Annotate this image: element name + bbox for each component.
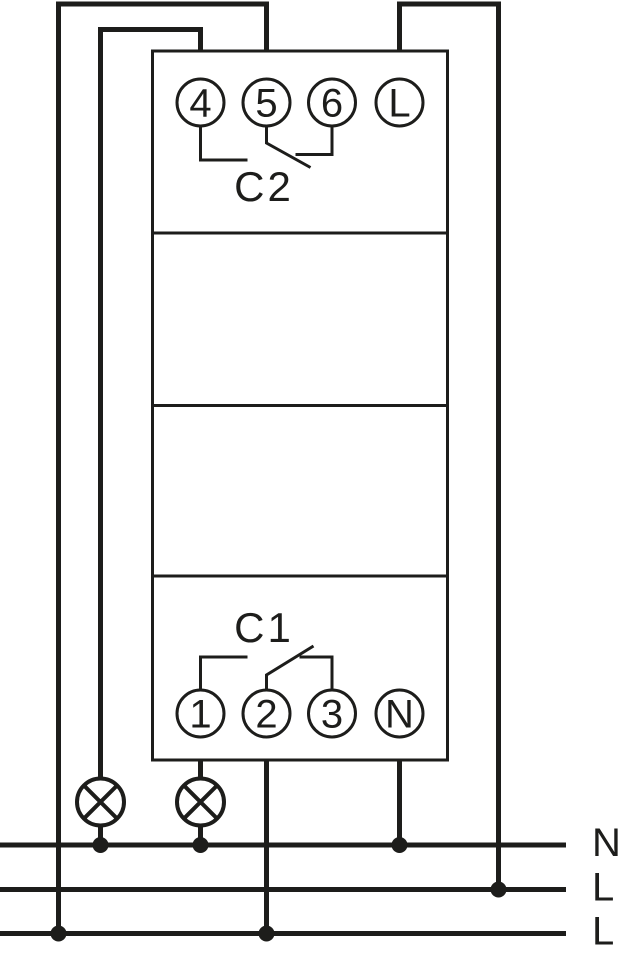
switch-c2: C2 <box>199 126 334 210</box>
terminal-3: 3 <box>307 688 357 739</box>
terminal-2-label: 2 <box>255 693 277 737</box>
terminal-N-circle <box>374 688 425 739</box>
terminal-1-circle <box>175 688 226 739</box>
switch-c1-contact-3 <box>299 655 334 690</box>
switch-c1-blade <box>265 644 315 690</box>
lamp-1-icon <box>75 776 126 828</box>
terminal-N-label: N <box>385 693 414 737</box>
terminal-3-label: 3 <box>321 693 343 737</box>
device-body <box>151 49 449 762</box>
junction-dot-terminalL-l1 <box>490 881 507 898</box>
bus-l1-label: L <box>592 866 614 910</box>
junction-dot-lamp1-n <box>92 837 109 853</box>
terminal-2-circle <box>241 688 292 739</box>
terminal-L: L <box>374 77 425 128</box>
terminal-5: 5 <box>241 77 292 128</box>
terminal-6-label: 6 <box>321 82 343 126</box>
terminal-5-label: 5 <box>255 82 277 126</box>
switch-c1: C1 <box>199 604 334 690</box>
wire-terminal5-to-bus-l2 <box>56 1 269 934</box>
junction-dot-terminal2-l2 <box>258 925 275 942</box>
terminal-6-circle <box>307 77 357 128</box>
terminal-1-label: 1 <box>189 693 211 737</box>
terminal-L-circle <box>374 77 425 128</box>
terminal-4-label: 4 <box>189 82 211 126</box>
terminal-4-circle <box>175 77 226 128</box>
terminal-N: N <box>374 688 425 739</box>
supply-bus-lines: N L L <box>0 821 619 954</box>
lamp-1-cross <box>82 783 119 821</box>
junction-dot-lamp2-n <box>192 837 209 853</box>
junction-dot-terminal5-l2 <box>50 925 67 942</box>
bus-l2-label: L <box>592 910 614 954</box>
lamp-2-cross <box>182 783 219 821</box>
junction-dot-terminalN-n <box>391 837 408 853</box>
terminal-3-circle <box>307 688 357 739</box>
wire-terminalL-to-bus-l1 <box>397 1 501 890</box>
switch-c2-contact-4 <box>199 126 248 162</box>
switch-c1-label: C1 <box>234 604 294 651</box>
lamp-2-icon <box>175 776 226 828</box>
switch-c1-contact-1 <box>199 655 248 690</box>
terminal-L-label: L <box>388 82 410 126</box>
terminal-2: 2 <box>241 688 292 739</box>
switch-c2-label: C2 <box>234 163 294 210</box>
terminal-5-circle <box>241 77 292 128</box>
terminal-6: 6 <box>307 77 357 128</box>
switch-c2-contact-6 <box>295 126 334 156</box>
terminal-1: 1 <box>175 688 226 739</box>
bus-n-label: N <box>592 821 619 865</box>
terminal-4: 4 <box>175 77 226 128</box>
switch-c2-blade <box>265 126 312 169</box>
